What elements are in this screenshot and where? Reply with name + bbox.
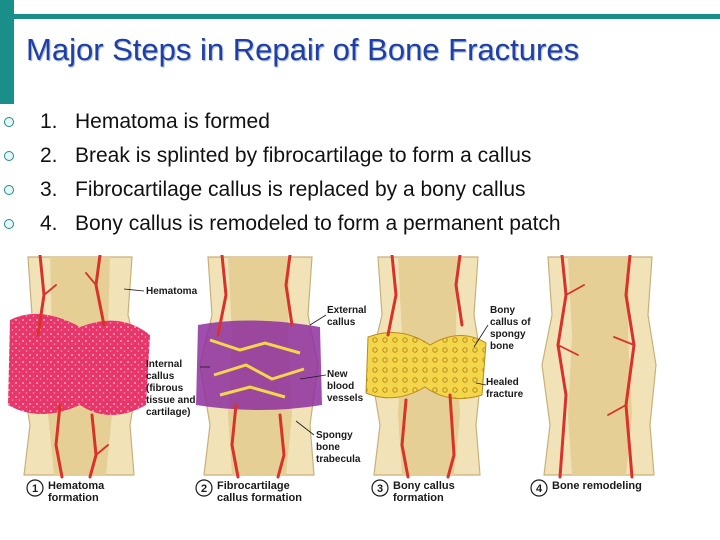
svg-text:3: 3 bbox=[377, 483, 383, 495]
step-text: Break is splinted by fibrocartilage to f… bbox=[75, 144, 532, 167]
step-number: 2. bbox=[40, 144, 58, 167]
slide-title: Major Steps in Repair of Bone Fractures bbox=[26, 32, 580, 67]
bony-callus bbox=[365, 332, 487, 400]
panel-fibrocartilage bbox=[196, 255, 322, 479]
panel-hematoma bbox=[8, 255, 150, 479]
accent-bar-left bbox=[0, 0, 14, 104]
svg-text:2: 2 bbox=[201, 483, 207, 495]
step-text: Fibrocartilage callus is replaced by a b… bbox=[75, 178, 526, 201]
step-number: 4. bbox=[40, 212, 58, 235]
bullet-icon bbox=[4, 219, 14, 229]
step-text: Bony callus is remodeled to form a perma… bbox=[75, 212, 561, 235]
svg-text:Bone remodeling: Bone remodeling bbox=[552, 480, 642, 492]
fracture-repair-illustration: Hematoma External callus Internal callus… bbox=[8, 255, 657, 504]
bullet-icon bbox=[4, 151, 14, 161]
svg-text:1: 1 bbox=[32, 483, 38, 495]
accent-bar-top bbox=[14, 14, 720, 19]
step-text: Hematoma is formed bbox=[75, 110, 270, 133]
panel-bone-remodeling bbox=[541, 255, 657, 479]
step-number: 3. bbox=[40, 178, 58, 201]
label-internal-callus: Internal callus (fibrous tissue and cart… bbox=[146, 359, 198, 418]
svg-text:4: 4 bbox=[536, 483, 543, 495]
step-number: 1. bbox=[40, 110, 58, 133]
hematoma-mass bbox=[8, 313, 150, 415]
label-new-blood-vessels: New blood vessels bbox=[327, 369, 364, 404]
label-bony-callus: Bony callus of spongy bone bbox=[490, 305, 533, 352]
bullet-icon bbox=[4, 117, 14, 127]
label-healed-fracture: Healed fracture bbox=[486, 377, 524, 400]
bullet-icon bbox=[4, 185, 14, 195]
fibrocartilage-callus bbox=[196, 320, 322, 410]
label-spongy-bone: Spongy bone trabecula bbox=[316, 430, 361, 465]
label-external-callus: External callus bbox=[327, 305, 369, 328]
panel-bony-callus bbox=[365, 255, 487, 479]
caption-panel-4: 4 Bone remodeling bbox=[530, 479, 642, 497]
label-hematoma: Hematoma bbox=[146, 286, 198, 297]
